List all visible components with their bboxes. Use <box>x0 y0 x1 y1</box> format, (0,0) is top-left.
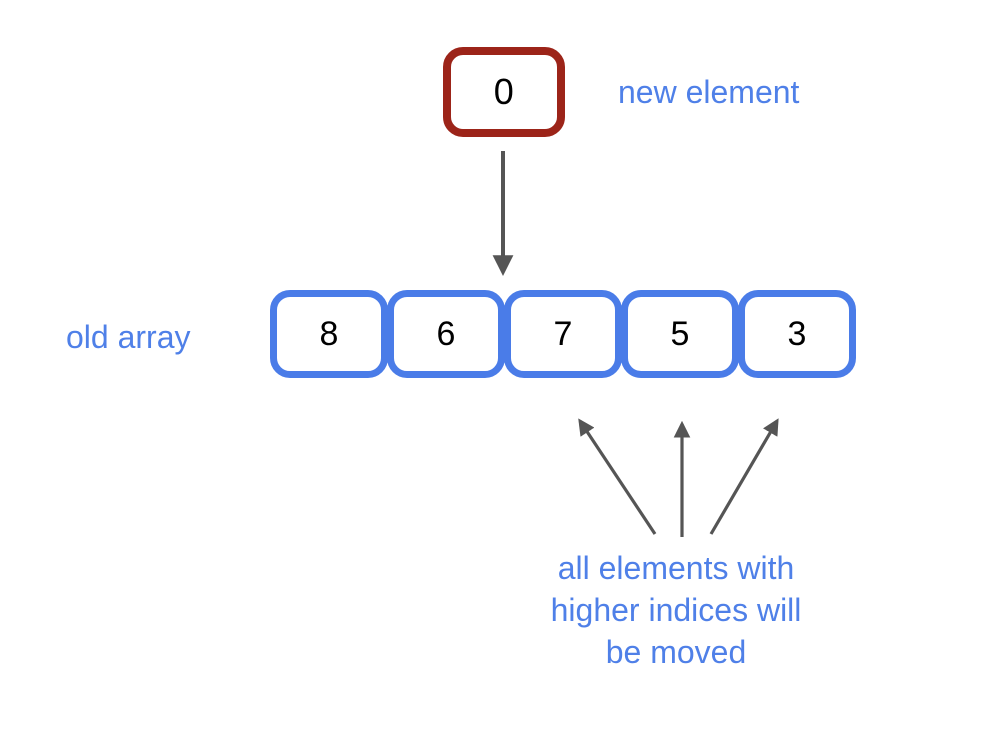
array-cell: 3 <box>738 290 856 378</box>
old-array-label: old array <box>66 319 191 355</box>
shift-note-line-2: higher indices will <box>550 591 802 628</box>
shift-note-line-1: all elements with <box>557 550 795 586</box>
array-cell: 7 <box>504 290 622 378</box>
shift-arrow-left <box>578 418 657 535</box>
array-cell-value: 6 <box>436 315 456 353</box>
shift-note: all elements with higher indices will be… <box>476 548 876 674</box>
shift-note-line-3: be moved <box>605 633 747 670</box>
new-element-value: 0 <box>493 71 515 112</box>
array-cell-value: 3 <box>787 315 807 353</box>
old-array-row: 8 6 7 5 3 <box>270 290 856 378</box>
array-cell: 5 <box>621 290 739 378</box>
new-element-box: 0 <box>443 47 565 137</box>
array-cell-value: 8 <box>319 315 339 353</box>
array-cell: 8 <box>270 290 388 378</box>
shift-arrow-right <box>709 418 779 535</box>
array-cell: 6 <box>387 290 505 378</box>
array-cell-value: 5 <box>670 315 690 353</box>
array-cell-value: 7 <box>553 315 573 353</box>
new-element-label: new element <box>618 74 800 110</box>
